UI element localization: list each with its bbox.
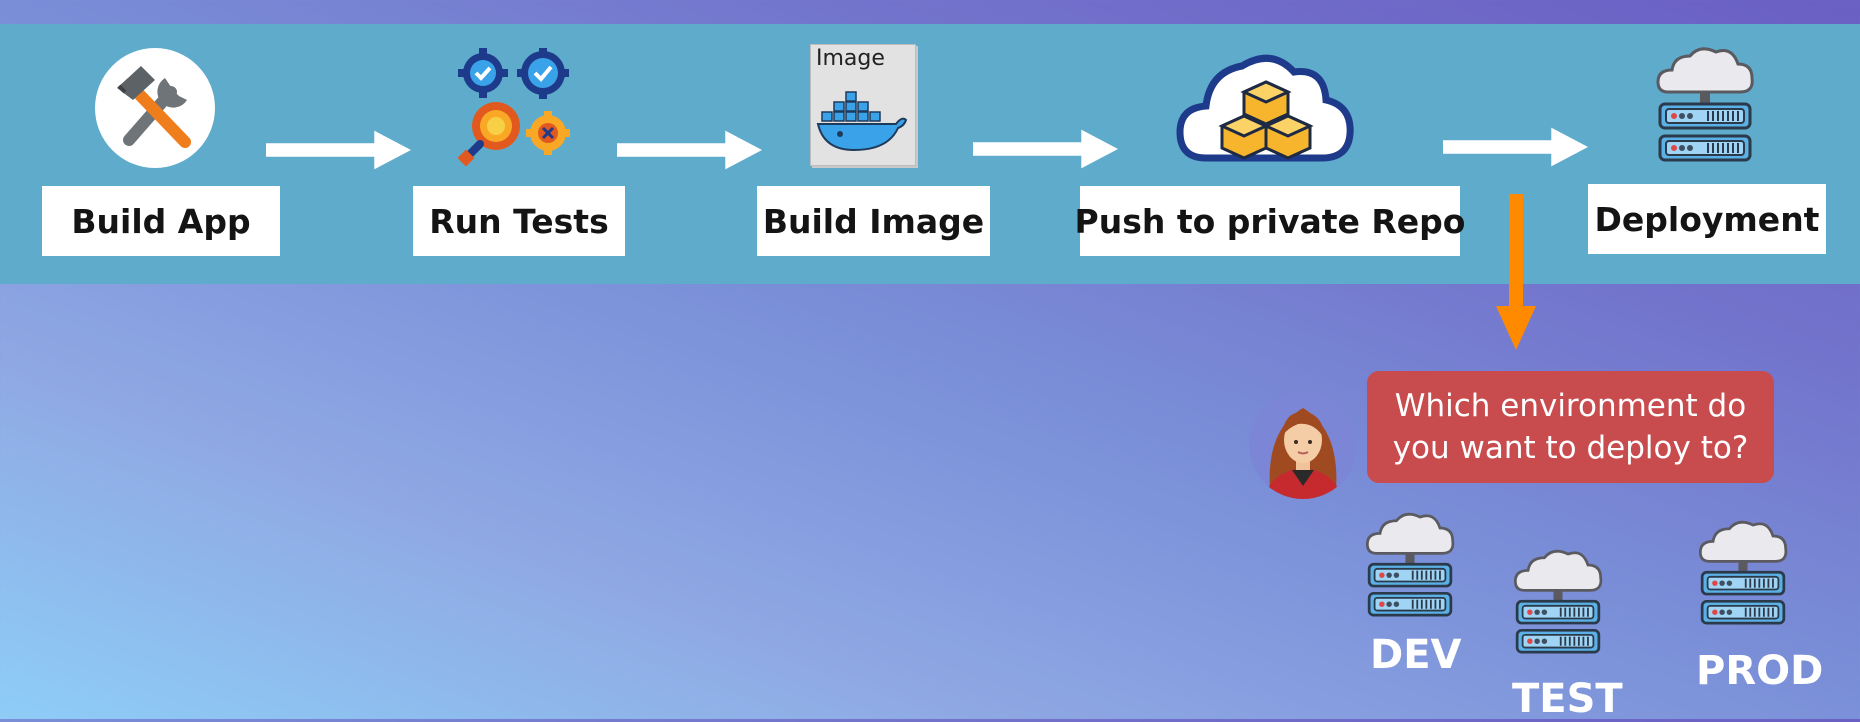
- arrow-down-icon: [1496, 194, 1536, 350]
- cloud-server-icon: [1693, 516, 1793, 634]
- cloud-server-icon: [1508, 545, 1608, 663]
- step-label-deployment: Deployment: [1588, 184, 1826, 254]
- arrow-right-icon: [973, 129, 1118, 169]
- arrow-right-icon: [266, 130, 411, 170]
- question-line-2: you want to deploy to?: [1392, 430, 1749, 466]
- image-doc-label: Image: [816, 46, 885, 71]
- step-label-build-image: Build Image: [757, 186, 990, 256]
- arrow-right-icon: [617, 130, 762, 170]
- gears-magnifier-icon: [458, 48, 570, 166]
- arrow-right-icon: [1443, 127, 1588, 167]
- environment-question-bubble: Which environment do you want to deploy …: [1367, 371, 1774, 483]
- step-label-build-app: Build App: [42, 186, 280, 256]
- cloud-boxes-icon: [1176, 54, 1354, 162]
- step-label-push-repo: Push to private Repo: [1075, 186, 1465, 256]
- step-label-run-tests: Run Tests: [413, 186, 625, 256]
- avatar: [1249, 391, 1357, 499]
- cloud-server-icon: [1650, 42, 1760, 172]
- hammer-wrench-icon: [95, 48, 215, 168]
- env-label-test: TEST: [1512, 676, 1623, 722]
- env-label-prod: PROD: [1696, 648, 1824, 694]
- docker-whale-icon: [816, 91, 908, 152]
- question-line-1: Which environment do: [1394, 388, 1747, 424]
- cloud-server-icon: [1360, 508, 1460, 626]
- env-label-dev: DEV: [1370, 632, 1462, 678]
